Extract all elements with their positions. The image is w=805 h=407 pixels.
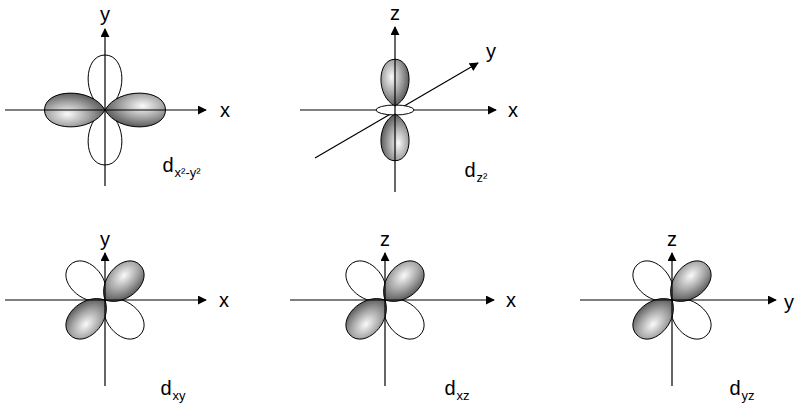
axis-label: x [506,290,516,310]
y-axis [580,299,776,300]
z-axis [671,253,672,386]
axis-label: y [100,4,110,24]
z-axis [394,27,395,192]
z-axis [384,253,385,386]
dxy-orbital [5,253,206,386]
orbital-subscript: z² [477,171,488,184]
dx2-y2-orbital [5,29,206,186]
y-axis [104,253,105,386]
axis-label: y [486,41,496,61]
lobe [59,289,117,347]
orbital-symbol: d [162,155,173,175]
orbital-symbol: d [160,378,171,398]
axis-label: y [784,292,794,312]
orbital-subscript: xy [173,389,186,402]
axis-label: y [100,229,110,249]
dz2-orbital [300,27,496,192]
axis-label: x [508,100,518,120]
orbital-subscript: yz [742,389,755,402]
axis-label: x [220,100,230,120]
orbital-symbol: d [444,378,455,398]
dyz-orbital [580,253,776,386]
axis-label: z [667,229,677,249]
lobe [626,289,684,347]
dxz-orbital [290,253,494,386]
orbital-symbol: d [729,378,740,398]
lobe [339,289,397,347]
axis-label: z [390,3,400,23]
axis-label: z [380,229,390,249]
axis-label: x [219,290,229,310]
y-axis [104,29,105,186]
orbital-subscript: xz [457,389,470,402]
x-axis [290,299,494,300]
orbital-subscript: x²-y² [175,166,201,179]
orbital-symbol: d [464,160,475,180]
